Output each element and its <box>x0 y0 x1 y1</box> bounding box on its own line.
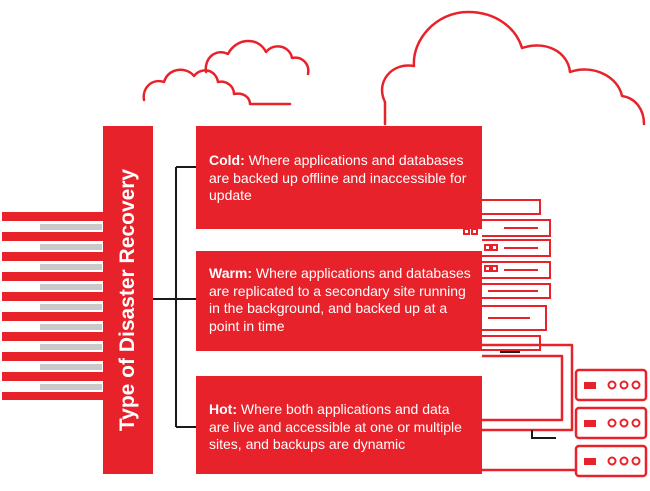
diagram-title: Type of Disaster Recovery <box>116 168 139 432</box>
server-unit-icon <box>574 368 648 478</box>
bracket-connector <box>153 166 196 428</box>
server-tower-icon <box>463 199 551 351</box>
cloud-medium-icon <box>204 39 310 76</box>
warm-label: Warm: <box>209 265 253 281</box>
cold-label: Cold: <box>209 152 245 168</box>
category-header-bar: Type of Disaster Recovery <box>103 126 153 474</box>
cold-description: Where applications and databases are bac… <box>209 152 467 203</box>
cloud-large-icon <box>380 10 646 126</box>
hot-label: Hot: <box>209 401 237 417</box>
warm-description: Where applications and databases are rep… <box>209 265 471 334</box>
recovery-type-warm: Warm: Where applications and databases a… <box>196 251 482 351</box>
hot-description: Where both applications and data are liv… <box>209 401 462 452</box>
recovery-type-hot: Hot: Where both applications and data ar… <box>196 376 482 474</box>
recovery-type-cold: Cold: Where applications and databases a… <box>196 126 482 229</box>
cloud-small-icon <box>142 68 292 106</box>
server-stack-icon <box>2 212 104 400</box>
